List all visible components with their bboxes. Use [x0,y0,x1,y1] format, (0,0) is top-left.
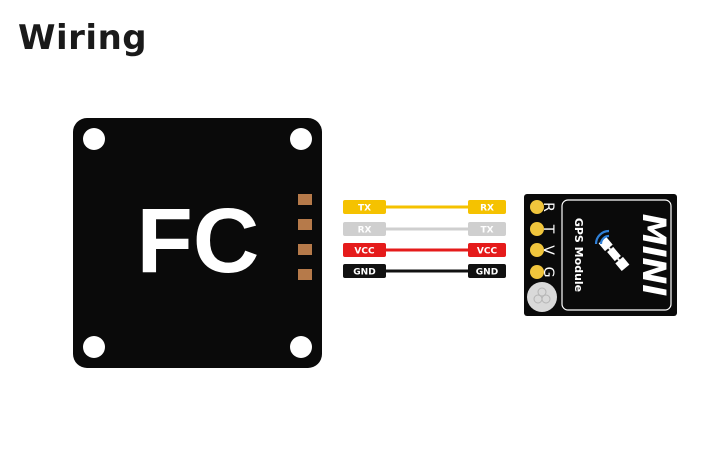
wire-tx: TX RX [343,200,506,214]
wire-right-label: TX [480,226,493,236]
wire-left-tag [343,243,386,257]
signal-icon [594,229,610,245]
gps-pin-label-g: G [540,267,556,278]
fc-mount-hole-bl [83,336,105,358]
gps-pin-label-v: V [540,245,556,255]
gps-pin-label-r: R [540,202,556,212]
page-title: Wiring [18,18,148,58]
gps-module-frame [561,199,672,311]
fc-mount-hole-tl [83,128,105,150]
wire-left-tag [343,222,386,236]
wire-right-tag [468,200,506,214]
wire-right-tag [468,264,506,278]
gps-module: R T V G GPS Module MINI [524,194,677,316]
fc-pad-2 [298,219,312,230]
fc-board-body [73,118,322,368]
gps-module-subtitle: GPS Module [572,218,585,292]
gps-pin-r [530,200,544,214]
wire-left-label: VCC [354,247,375,257]
gps-led-ring [541,294,551,304]
wire-right-label: RX [480,204,494,214]
wire-rx: RX TX [343,222,506,236]
wire-right-label: VCC [477,247,498,257]
wire-vcc: VCC VCC [343,243,506,257]
wire-right-tag [468,243,506,257]
gps-pin-label-t: T [540,224,556,234]
wire-left-label: RX [358,226,372,236]
fc-pad-1 [298,194,312,205]
fc-pad-4 [298,269,312,280]
fc-label: FC [137,190,260,292]
wire-right-tag [468,222,506,236]
wire-left-tag [343,264,386,278]
wire-left-label: GND [353,268,375,278]
wire-left-label: TX [358,204,371,214]
wire-left-tag [343,200,386,214]
gps-pin-t [530,222,544,236]
fc-board: FC [73,118,322,368]
gps-pin-v [530,243,544,257]
gps-pin-g [530,265,544,279]
wire-right-label: GND [476,268,498,278]
fc-mount-hole-br [290,336,312,358]
gps-led-ring [537,287,547,297]
wire-gnd: GND GND [343,264,506,278]
fc-pad-3 [298,244,312,255]
gps-module-brand: MINI [635,214,673,297]
fc-mount-hole-tr [290,128,312,150]
